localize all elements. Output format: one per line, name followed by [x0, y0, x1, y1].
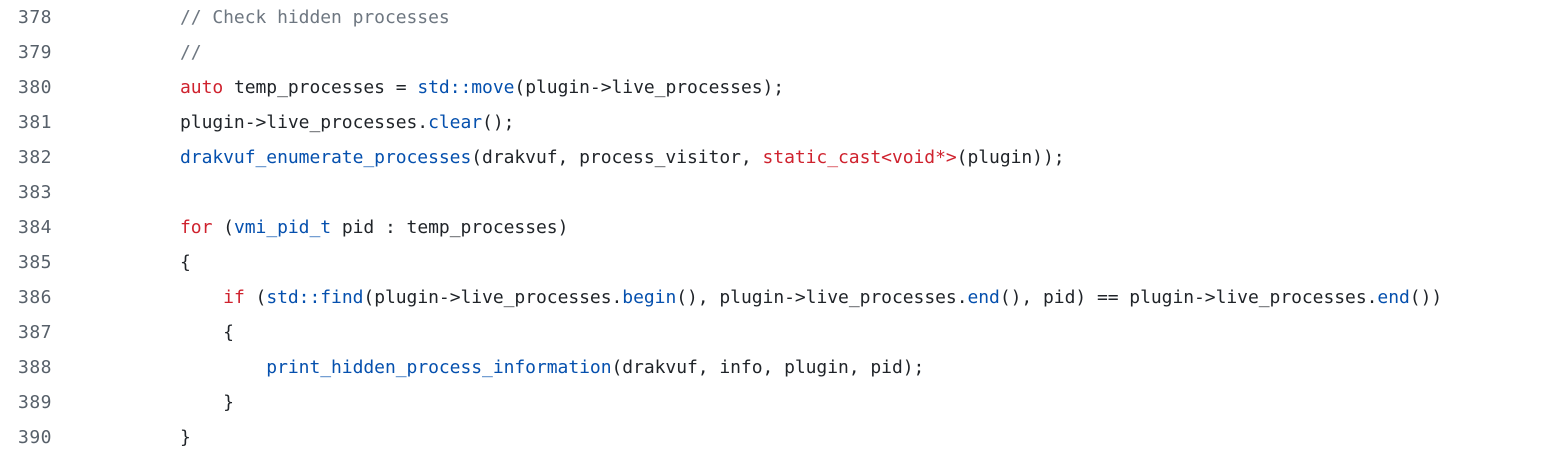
code-token-comment: // — [180, 42, 202, 63]
code-token-plain: (plugin->live_processes); — [514, 77, 785, 98]
line-number[interactable]: 390 — [18, 427, 53, 448]
code-line: 389 } — [0, 385, 1561, 420]
code-line: 387 { — [0, 315, 1561, 350]
code-token-func: std::find — [266, 287, 364, 308]
code-line: 385 { — [0, 245, 1561, 280]
code-line: 381 plugin->live_processes.clear(); — [0, 105, 1561, 140]
line-number[interactable]: 379 — [18, 42, 53, 63]
line-code: plugin->live_processes.clear(); — [180, 112, 514, 133]
line-number[interactable]: 381 — [18, 112, 53, 133]
code-line: 384 for (vmi_pid_t pid : temp_processes) — [0, 210, 1561, 245]
code-token-plain: ()) — [1409, 287, 1443, 308]
code-token-plain: (drakvuf, process_visitor, — [471, 147, 763, 168]
code-token-func: print_hidden_process_information — [266, 357, 612, 378]
code-token-func: end — [1377, 287, 1410, 308]
line-code: // Check hidden processes — [180, 7, 450, 28]
line-number[interactable]: 383 — [18, 182, 53, 203]
code-line: 383 — [0, 175, 1561, 210]
code-token-keyword: for — [180, 217, 213, 238]
line-number[interactable]: 386 — [18, 287, 53, 308]
line-code: } — [180, 427, 191, 448]
line-code: print_hidden_process_information(drakvuf… — [180, 357, 924, 378]
code-indent — [180, 392, 223, 413]
code-line: 390} — [0, 420, 1561, 455]
code-token-plain: (), pid) == plugin->live_processes. — [999, 287, 1378, 308]
line-code: for (vmi_pid_t pid : temp_processes) — [180, 217, 568, 238]
code-token-plain: { — [180, 252, 191, 273]
code-token-keyword: static_cast<void*> — [762, 147, 957, 168]
code-token-plain: temp_processes = — [223, 77, 418, 98]
code-token-plain: (); — [482, 112, 515, 133]
line-code: auto temp_processes = std::move(plugin->… — [180, 77, 784, 98]
code-token-plain: ( — [212, 217, 234, 238]
code-token-func: clear — [428, 112, 483, 133]
code-token-plain: pid : temp_processes) — [331, 217, 569, 238]
code-line: 378 // Check hidden processes — [0, 0, 1561, 35]
code-token-plain: (plugin->live_processes. — [363, 287, 623, 308]
code-token-type: vmi_pid_t — [233, 217, 332, 238]
line-code: // — [180, 42, 202, 63]
code-token-plain: (plugin)); — [956, 147, 1065, 168]
line-number[interactable]: 380 — [18, 77, 53, 98]
code-token-plain: } — [180, 427, 191, 448]
code-token-keyword: if — [223, 287, 245, 308]
code-token-plain: (), plugin->live_processes. — [676, 287, 968, 308]
line-code: } — [180, 392, 234, 413]
code-indent — [180, 287, 223, 308]
line-code: drakvuf_enumerate_processes(drakvuf, pro… — [180, 147, 1065, 168]
code-indent — [180, 322, 223, 343]
code-token-func: end — [967, 287, 1000, 308]
code-token-keyword: auto — [180, 77, 224, 98]
line-number[interactable]: 388 — [18, 357, 53, 378]
code-line: 382 drakvuf_enumerate_processes(drakvuf, … — [0, 140, 1561, 175]
code-line: 386 if (std::find(plugin->live_processes… — [0, 280, 1561, 315]
code-token-plain: } — [223, 392, 234, 413]
code-line: 388 print_hidden_process_information(dra… — [0, 350, 1561, 385]
code-token-plain: (drakvuf, info, plugin, pid); — [611, 357, 925, 378]
line-number[interactable]: 389 — [18, 392, 53, 413]
line-number[interactable]: 387 — [18, 322, 53, 343]
line-number[interactable]: 384 — [18, 217, 53, 238]
code-token-plain: { — [223, 322, 234, 343]
line-code: { — [180, 322, 234, 343]
code-token-func: begin — [622, 287, 677, 308]
code-token-comment: // Check hidden processes — [180, 7, 450, 28]
code-token-plain: plugin->live_processes. — [180, 112, 429, 133]
code-indent — [180, 357, 266, 378]
code-line: 380 auto temp_processes = std::move(plugi… — [0, 70, 1561, 105]
code-token-func: std::move — [417, 77, 515, 98]
line-number[interactable]: 378 — [18, 7, 53, 28]
line-code: if (std::find(plugin->live_processes.beg… — [180, 287, 1442, 308]
code-line: 379 // — [0, 35, 1561, 70]
code-token-func: drakvuf_enumerate_processes — [180, 147, 472, 168]
line-code: { — [180, 252, 191, 273]
line-number[interactable]: 382 — [18, 147, 53, 168]
code-token-plain: ( — [244, 287, 267, 308]
line-number[interactable]: 385 — [18, 252, 53, 273]
